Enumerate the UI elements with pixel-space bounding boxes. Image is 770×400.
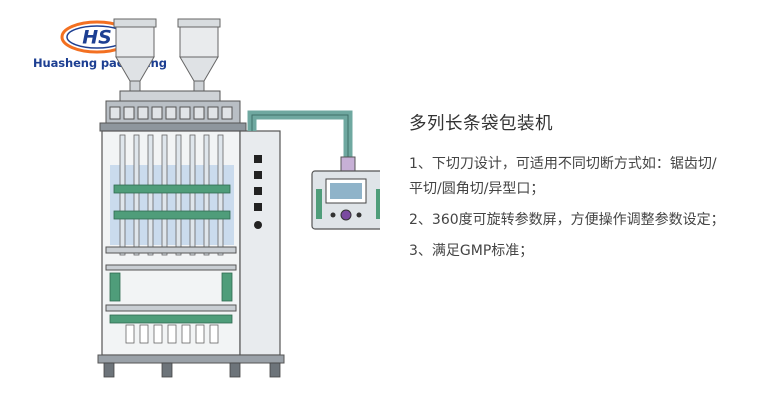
- feature-line-2: 平切/圆角切/异型口；: [409, 181, 545, 197]
- product-info: 多列长条袋包装机 1、下切刀设计，可适用不同切断方式如：锯齿切/ 平切/圆角切/…: [409, 110, 759, 264]
- packaging-machine-illustration: [97, 18, 380, 378]
- control-panel-arm: [247, 110, 356, 172]
- product-title: 多列长条袋包装机: [409, 114, 553, 134]
- hs-logo-icon: HS: [60, 20, 134, 54]
- machine-frame: [97, 130, 285, 378]
- hopper-left: [113, 18, 157, 92]
- logo-letters: HS: [82, 27, 112, 49]
- feature-line-4: 3、满足GMP标准；: [409, 243, 534, 259]
- dosing-assembly: [99, 90, 247, 132]
- feature-line-3: 2、360度可旋转参数屏，方便操作调整参数设定；: [409, 212, 725, 228]
- feature-line-1: 1、下切刀设计，可适用不同切断方式如：锯齿切/: [409, 156, 717, 172]
- hopper-right: [177, 18, 221, 92]
- control-panel: [311, 170, 380, 230]
